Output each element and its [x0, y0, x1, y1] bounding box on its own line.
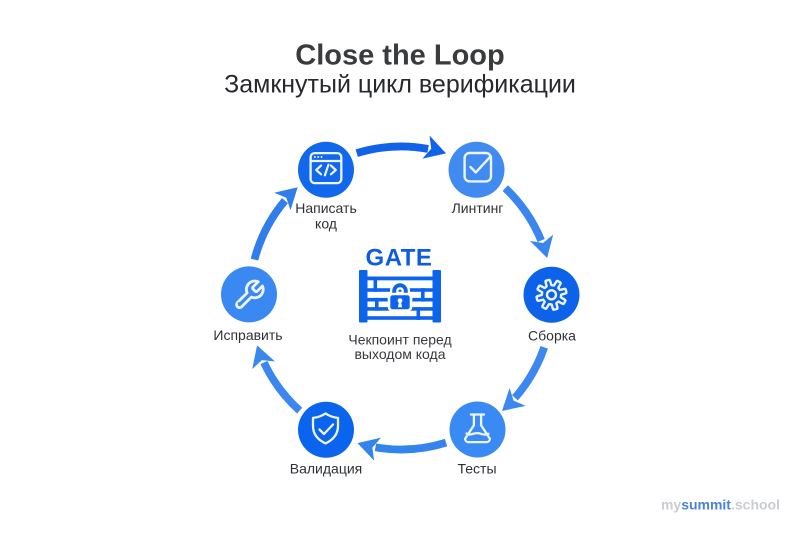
svg-text:код: код: [315, 215, 337, 231]
svg-text:Close the Loop: Close the Loop: [295, 40, 504, 72]
svg-text:GATE: GATE: [366, 245, 433, 272]
svg-text:Сборка: Сборка: [528, 328, 576, 344]
svg-text:Тесты: Тесты: [457, 461, 496, 477]
svg-text:Чекпоинт перед: Чекпоинт перед: [348, 332, 451, 348]
svg-text:Написать: Написать: [295, 200, 356, 216]
svg-text:mysummit.school: mysummit.school: [661, 497, 780, 513]
svg-text:выходом кода: выходом кода: [354, 346, 445, 362]
svg-text:Валидация: Валидация: [290, 461, 363, 477]
svg-text:Исправить: Исправить: [213, 327, 282, 343]
svg-text:Линтинг: Линтинг: [452, 200, 504, 216]
svg-text:Замкнутый цикл верификации: Замкнутый цикл верификации: [224, 71, 576, 99]
